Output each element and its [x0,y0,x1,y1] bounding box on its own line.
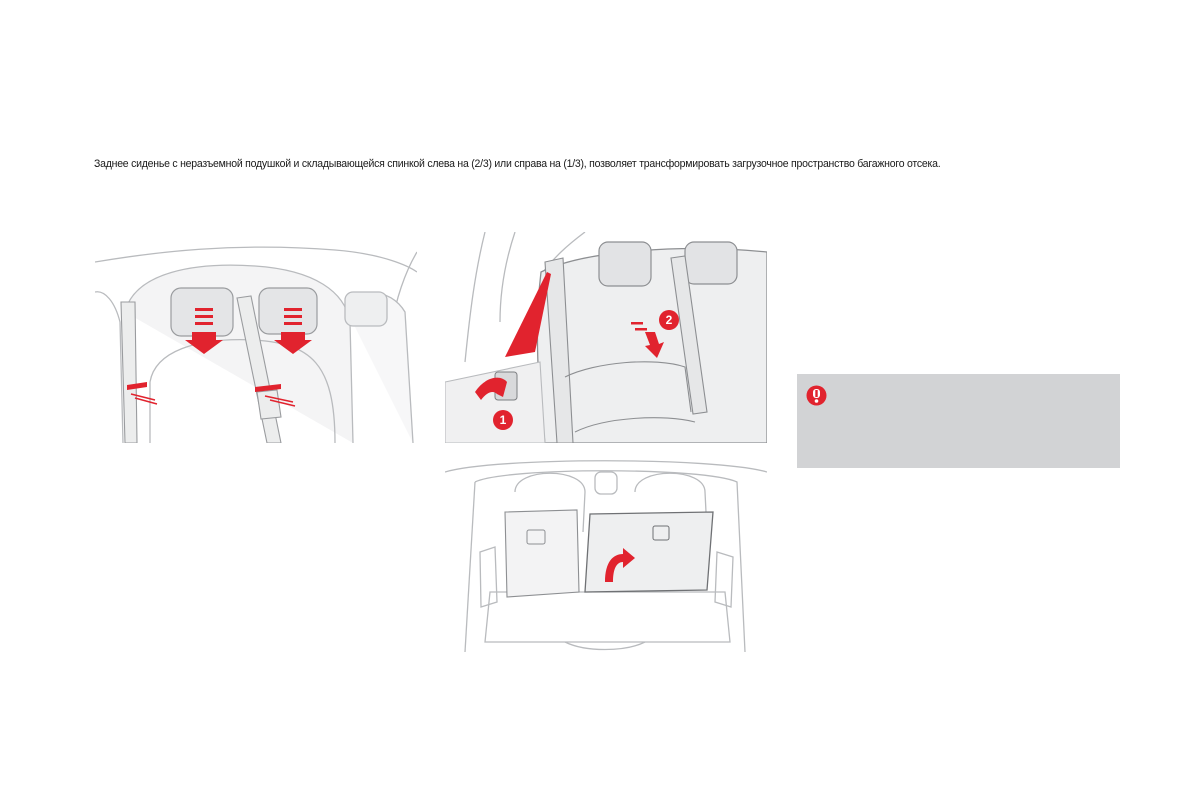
step-badge-2: 2 [666,313,673,327]
intro-paragraph: Заднее сиденье с неразъемной подушкой и … [94,158,941,170]
backrest-folding-illustration: 1 2 [445,232,767,443]
folded-seat-cargo-illustration [445,452,767,652]
warning-exclamation-icon [806,385,827,406]
warning-box [797,374,1120,468]
headrest-lowering-illustration [95,232,417,443]
step-badge-1: 1 [500,413,507,427]
